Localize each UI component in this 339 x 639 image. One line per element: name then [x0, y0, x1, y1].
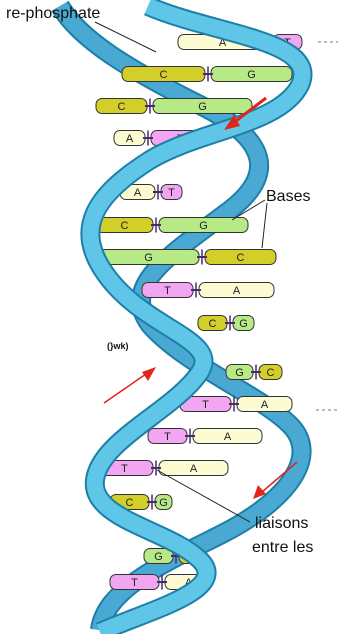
bases-label: Bases [266, 187, 310, 206]
base-left-t: T [142, 283, 193, 298]
base-left-c: C [198, 316, 227, 331]
hydrogen-bond [147, 495, 157, 510]
phosphate-label: re-phosphate [6, 4, 100, 23]
hydrogen-bond [185, 429, 195, 444]
base-letter: A [134, 187, 142, 199]
base-letter: T [131, 577, 138, 589]
base-right-a: A [199, 283, 274, 298]
base-letter: C [126, 497, 134, 509]
base-right-g: G [159, 218, 248, 233]
base-left-a: A [114, 131, 145, 146]
liaisons-pointer [157, 470, 250, 522]
base-letter: G [159, 497, 168, 509]
hydrogen-bond [203, 67, 213, 82]
base-letter: G [235, 367, 244, 379]
base-letter: G [198, 101, 207, 113]
base-letter: T [121, 463, 128, 475]
base-right-a: A [237, 397, 292, 412]
base-letter: C [267, 367, 275, 379]
hydrogen-bond [225, 316, 235, 331]
base-letter: G [239, 318, 248, 330]
hydrogen-bond [151, 218, 161, 233]
base-left-t: T [148, 429, 187, 444]
base-right-t: T [161, 185, 182, 200]
hydrogen-bond [197, 250, 207, 265]
base-right-a: A [193, 429, 262, 444]
base-left-c: C [96, 218, 153, 233]
base-letter: T [164, 431, 171, 443]
base-letter: C [118, 101, 126, 113]
base-letter: A [224, 431, 232, 443]
base-letter: C [121, 220, 129, 232]
base-letter: G [247, 69, 256, 81]
base-letter: A [233, 285, 241, 297]
base-right-a: A [159, 461, 228, 476]
entre-les-label: entre les [252, 538, 313, 557]
base-left-c: C [96, 99, 147, 114]
base-letter: T [202, 399, 209, 411]
direction-arrow-left [104, 367, 156, 403]
base-letter: A [190, 463, 198, 475]
base-letter: C [209, 318, 217, 330]
base-letter: C [160, 69, 168, 81]
base-letter: A [261, 399, 269, 411]
bases-pointer-2 [262, 203, 267, 248]
base-right-g: G [155, 495, 172, 510]
base-right-c: C [205, 250, 276, 265]
base-left-c: C [122, 67, 205, 82]
base-letter: T [164, 285, 171, 297]
hydrogen-bond [151, 461, 161, 476]
base-letter: G [144, 252, 153, 264]
small-mark-label: (}wk) [107, 341, 129, 352]
base-right-g: G [233, 316, 254, 331]
base-left-g: G [226, 365, 253, 380]
hydrogen-bond [145, 99, 155, 114]
hydrogen-bond [143, 131, 153, 146]
base-letter: C [237, 252, 245, 264]
base-right-c: C [259, 365, 282, 380]
base-letter: G [199, 220, 208, 232]
base-left-g: G [98, 250, 199, 265]
base-letter: T [168, 187, 175, 199]
base-right-g: G [153, 99, 252, 114]
hydrogen-bond [153, 185, 163, 200]
hydrogen-bond [251, 365, 261, 380]
base-letter: G [154, 551, 163, 563]
liaisons-label: liaisons [255, 514, 308, 533]
hydrogen-bond [191, 283, 201, 298]
base-letter: A [126, 133, 134, 145]
base-right-g: G [211, 67, 292, 82]
base-left-t: T [110, 575, 159, 590]
